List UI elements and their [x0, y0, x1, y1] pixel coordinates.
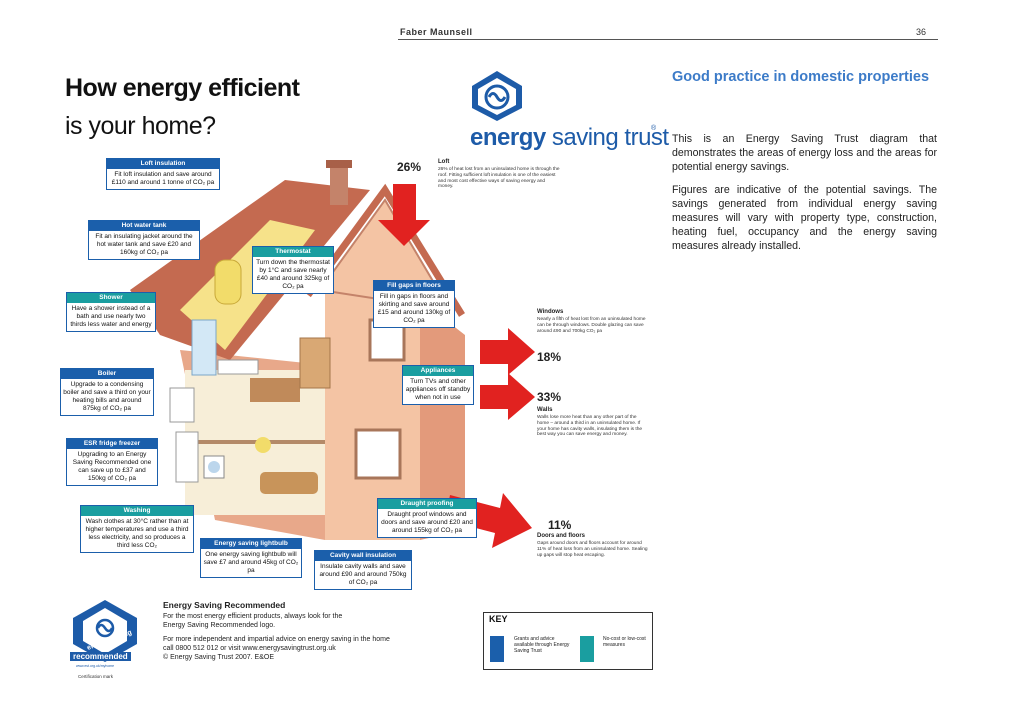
- paragraph: Figures are indicative of the potential …: [672, 183, 937, 252]
- key-label-nocost: No-cost or low-cost measures: [603, 636, 646, 648]
- loss-label-loft: Loft: [438, 159, 450, 165]
- loss-percent-doors: 11%: [548, 518, 572, 532]
- key-swatch-grants: [490, 636, 504, 662]
- loss-label-walls: Walls: [537, 407, 553, 413]
- section-title: Good practice in domestic properties: [672, 69, 930, 85]
- esr-line: call 0800 512 012 or visit www.energysav…: [163, 645, 336, 652]
- esr-heading: Energy Saving Recommended: [163, 600, 286, 610]
- key-swatch-nocost: [580, 636, 594, 662]
- key-label-grants: Grants and advice available through Ener…: [514, 636, 570, 654]
- page-number: 36: [916, 27, 927, 37]
- registered-mark: ®: [651, 125, 657, 132]
- key-title: KEY: [489, 614, 508, 624]
- loss-percent-windows: 18%: [537, 350, 562, 364]
- energy-saving-trust-wordmark: energy saving trust: [470, 124, 669, 151]
- loss-desc-windows: Nearly a fifth of heat lost from an unin…: [537, 317, 646, 334]
- header-rule: [398, 39, 938, 40]
- poster-subtitle: is your home?: [65, 112, 216, 140]
- loss-desc-doors: Gaps around doors and floors account for…: [537, 541, 648, 558]
- loss-desc-walls: Walls lose more heat than any other part…: [537, 415, 643, 438]
- section-body: This is an Energy Saving Trust diagram t…: [672, 133, 937, 263]
- paragraph: This is an Energy Saving Trust diagram t…: [672, 133, 937, 173]
- key-box: [483, 612, 653, 670]
- loss-label-windows: Windows: [537, 309, 564, 315]
- esr-line: For the most energy efficient products, …: [163, 613, 343, 620]
- loss-label-doors: Doors and floors: [537, 533, 586, 539]
- badge-small-url: www.est.org.uk/myhome: [76, 664, 115, 668]
- loss-desc-loft: 26% of heat lost from an uninsulated hom…: [438, 167, 560, 190]
- badge-text-recommended: recommended: [70, 652, 131, 661]
- poster-title: How energy efficient: [65, 74, 300, 102]
- document-header-company: Faber Maunsell: [400, 27, 473, 37]
- house-illustration: [130, 160, 535, 548]
- loss-percent-loft: 26%: [397, 160, 422, 174]
- esr-line: Energy Saving Recommended logo.: [163, 622, 276, 629]
- energy-saving-recommended-badge-icon: [73, 600, 137, 662]
- esr-line: For more independent and impartial advic…: [163, 636, 390, 643]
- loss-percent-walls: 33%: [537, 390, 562, 404]
- esr-line: © Energy Saving Trust 2007. E&OE: [163, 654, 274, 661]
- energy-saving-trust-logo-icon: [472, 71, 522, 121]
- badge-caption: Certification mark: [78, 674, 114, 679]
